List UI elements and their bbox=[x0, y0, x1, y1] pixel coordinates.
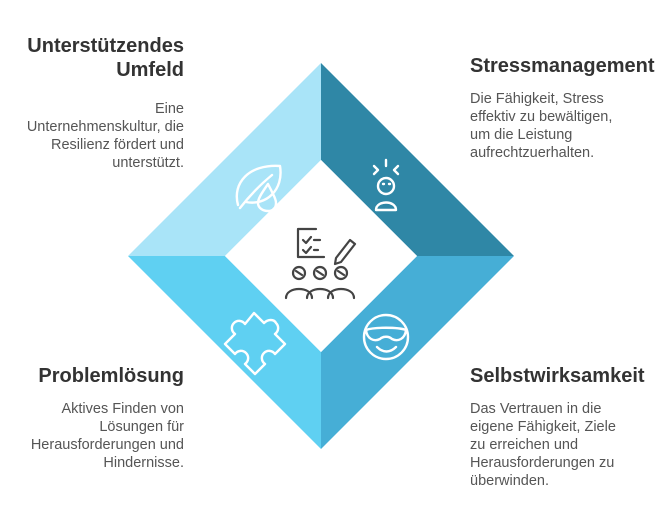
title-unterstuetzendes-umfeld: Unterstützendes Umfeld bbox=[27, 35, 184, 81]
block-top-left: Unterstützendes Umfeld Eine Unternehmens… bbox=[0, 34, 184, 172]
title-stressmanagement: Stressmanagement bbox=[470, 55, 655, 77]
team-checklist-icon bbox=[284, 227, 357, 300]
desc-problemloesung: Aktives Finden von Lösungen für Herausfo… bbox=[30, 401, 184, 471]
cool-face-icon bbox=[362, 313, 410, 361]
title-problemloesung: Problemlösung bbox=[38, 365, 184, 387]
block-bottom-right: Selbstwirksamkeit Das Vertrauen in die e… bbox=[470, 364, 650, 490]
title-selbstwirksamkeit: Selbstwirksamkeit bbox=[470, 365, 645, 387]
desc-stressmanagement: Die Fähigkeit, Stress effektiv zu bewält… bbox=[470, 91, 613, 161]
puzzle-piece-icon bbox=[223, 311, 287, 376]
desc-selbstwirksamkeit: Das Vertrauen in die eigene Fähigkeit, Z… bbox=[470, 401, 616, 489]
desc-unterstuetzendes-umfeld: Eine Unternehmenskultur, die Resilienz f… bbox=[26, 101, 184, 171]
quadrant-top-left bbox=[128, 63, 321, 256]
leaf-drop-icon bbox=[235, 164, 282, 213]
quadrant-bottom-right bbox=[321, 256, 514, 449]
stressed-person-icon bbox=[372, 158, 400, 212]
quadrant-top-right bbox=[321, 63, 514, 256]
block-top-right: Stressmanagement Die Fähigkeit, Stress e… bbox=[470, 54, 655, 162]
quadrant-bottom-left bbox=[128, 256, 321, 449]
block-bottom-left: Problemlösung Aktives Finden von Lösunge… bbox=[0, 364, 184, 472]
